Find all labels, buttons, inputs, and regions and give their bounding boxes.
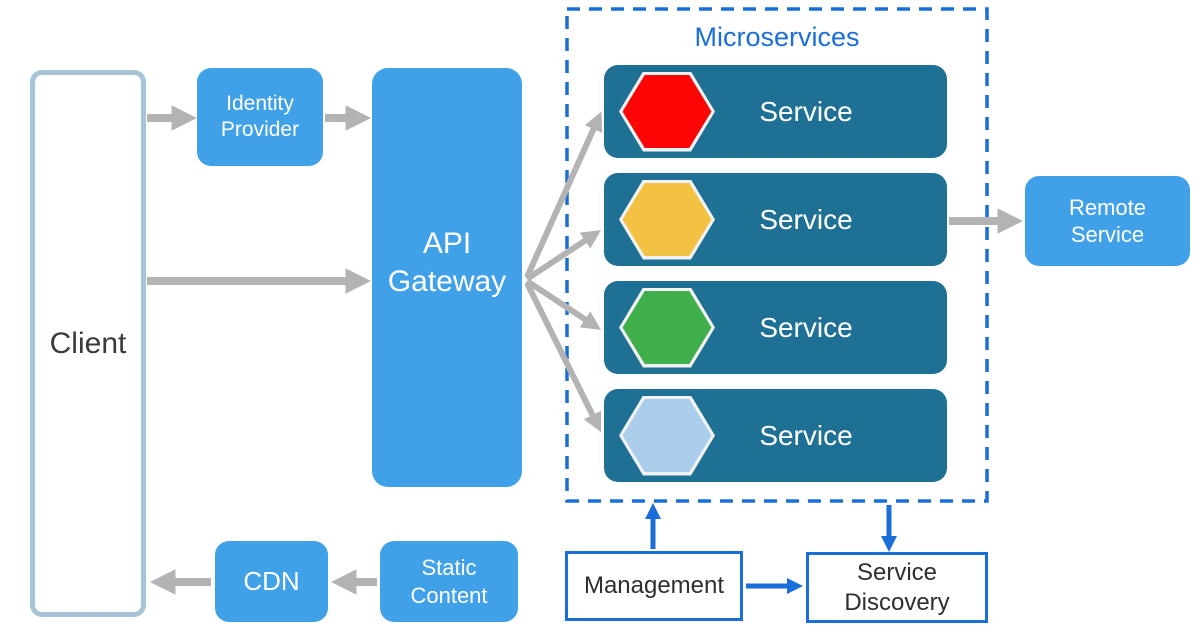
- management-node: Management: [565, 551, 743, 621]
- service-discovery-node: Service Discovery: [806, 552, 988, 623]
- service-label: Service: [759, 419, 853, 451]
- service-label: Service: [759, 203, 853, 235]
- microservices-group-label: Microservices: [694, 22, 860, 52]
- api-gateway-node: API Gateway: [372, 68, 522, 487]
- service-row: Service: [604, 65, 947, 158]
- cdn-node: CDN: [215, 541, 328, 622]
- service-hexagon-icon: [619, 395, 715, 476]
- arrow-gateway-to-service-2: [525, 230, 602, 282]
- service-label: Service: [759, 95, 853, 127]
- service-row: Service: [604, 173, 947, 266]
- static-content-node: Static Content: [380, 541, 518, 622]
- arrow-gateway-to-service-4: [524, 281, 602, 433]
- service-hexagon-icon: [619, 287, 715, 368]
- client-node: Client: [30, 70, 146, 617]
- service-row: Service: [604, 389, 947, 482]
- arrow-gateway-to-service-1: [524, 111, 603, 279]
- identity-provider-node: Identity Provider: [197, 68, 323, 166]
- service-label: Service: [759, 311, 853, 343]
- service-row: Service: [604, 281, 947, 374]
- service-hexagon-icon: [619, 179, 715, 260]
- arrow-gateway-to-service-3: [525, 278, 602, 330]
- remote-service-node: Remote Service: [1025, 176, 1190, 266]
- service-hexagon-icon: [619, 71, 715, 152]
